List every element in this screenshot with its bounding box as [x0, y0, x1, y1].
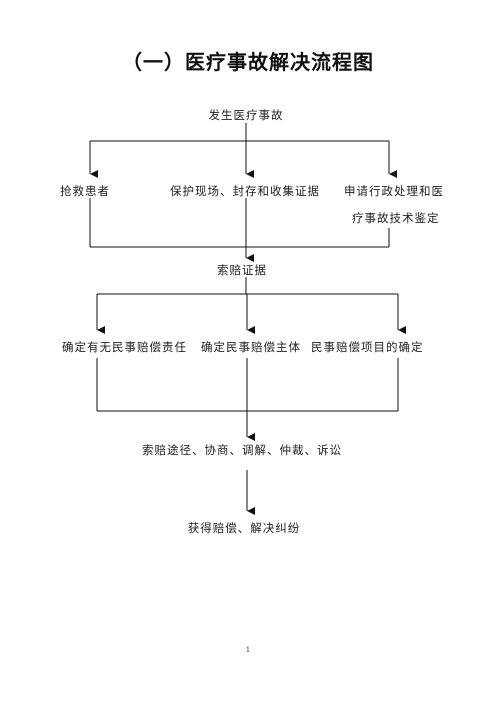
page-title: （一）医疗事故解决流程图 — [122, 50, 374, 74]
node-liability: 确定有无民事赔偿责任 — [62, 340, 187, 354]
node-rescue: 抢救患者 — [60, 184, 110, 198]
page-number: 1 — [245, 646, 251, 654]
node-result: 获得赔偿、解决纠纷 — [187, 521, 301, 535]
node-preserve: 保护现场、封存和收集证据 — [170, 184, 320, 198]
node-start: 发生医疗事故 — [208, 108, 284, 122]
node-subject: 确定民事赔偿主体 — [201, 340, 301, 354]
node-channels: 索赔途径、协商、调解、仲裁、诉讼 — [142, 443, 342, 457]
node-apply-line1: 申请行政处理和医 — [344, 184, 444, 198]
node-apply-line2: 疗事故技术鉴定 — [352, 211, 440, 225]
node-items: 民事赔偿项目的确定 — [311, 340, 424, 354]
node-claim-evidence: 索赔证据 — [217, 263, 267, 277]
